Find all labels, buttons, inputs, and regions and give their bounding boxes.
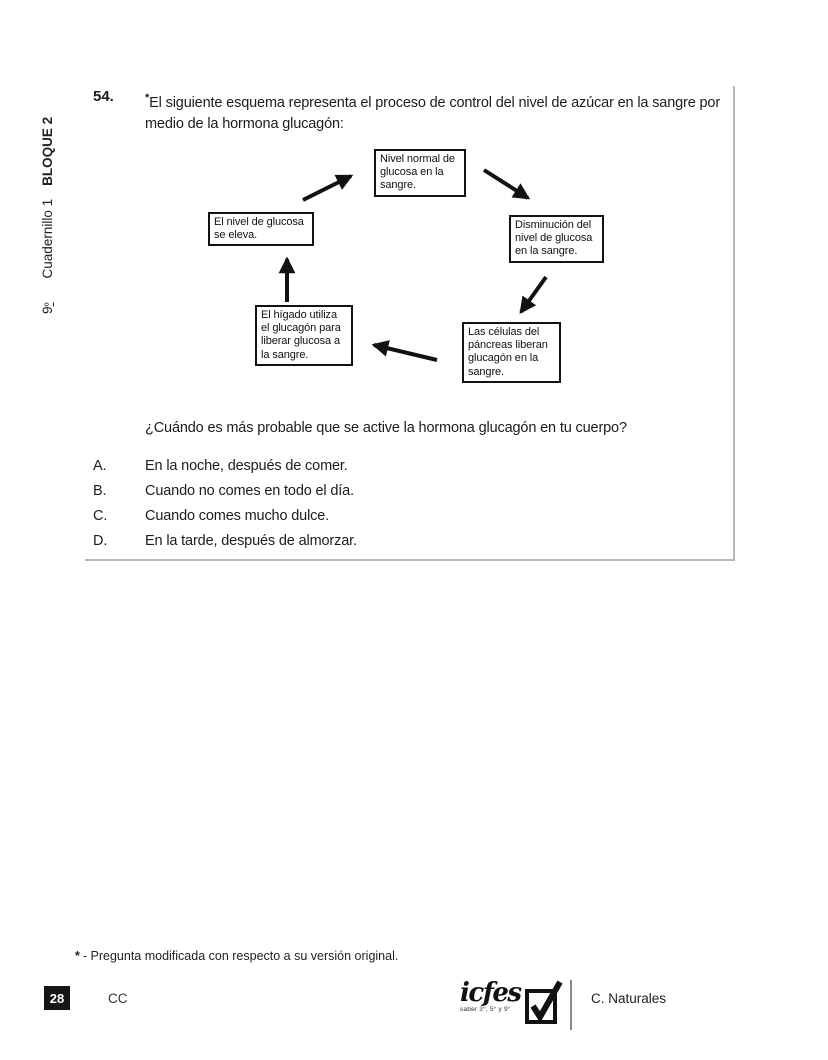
option-a: A. En la noche, después de comer. — [93, 458, 653, 483]
icfes-logo-subtext: saber 3°, 5° y 9° — [460, 1006, 511, 1013]
diagram-box-level-rises: El nivel de glucosa se eleva. — [208, 212, 314, 247]
diagram-box-pancreas-release: Las células del páncreas liberan glucagó… — [462, 322, 561, 383]
option-c-letter: C. — [93, 508, 108, 524]
icfes-check-icon — [524, 980, 563, 1024]
question-frame-border — [85, 86, 735, 561]
option-c-text: Cuando comes mucho dulce. — [145, 508, 330, 524]
option-c: C. Cuando comes mucho dulce. — [93, 508, 653, 533]
sidebar-booklet-label: 9º Cuadernillo 1 BLOQUE 2 — [40, 68, 64, 314]
footer-divider — [570, 980, 572, 1030]
option-a-letter: A. — [93, 458, 107, 474]
page-number-badge: 28 — [44, 986, 70, 1010]
answer-options: A. En la noche, después de comer. B. Cua… — [93, 458, 653, 558]
icfes-logo: icfes saber 3°, 5° y 9° — [460, 979, 564, 1025]
diagram-box-glucose-decrease: Disminución del nivel de glucosa en la s… — [509, 215, 604, 263]
option-b-text: Cuando no comes en todo el día. — [145, 483, 354, 499]
option-a-text: En la noche, después de comer. — [145, 458, 348, 474]
question-number: 54. — [93, 88, 114, 105]
option-d-text: En la tarde, después de almorzar. — [145, 533, 357, 549]
sub-question: ¿Cuándo es más probable que se active la… — [145, 420, 627, 436]
footer-code: CC — [108, 991, 128, 1006]
footnote: *- Pregunta modificada con respecto a su… — [75, 949, 399, 963]
grade-label: 9º — [40, 302, 55, 314]
question-stem: *El siguiente esquema representa el proc… — [145, 92, 721, 132]
option-b-letter: B. — [93, 483, 107, 499]
footnote-asterisk: * — [75, 949, 80, 963]
booklet-label: Cuadernillo 1 — [40, 198, 55, 279]
icfes-logo-name: icfes — [460, 978, 522, 1008]
option-d-letter: D. — [93, 533, 108, 549]
block-label: BLOQUE 2 — [40, 116, 55, 186]
option-b: B. Cuando no comes en todo el día. — [93, 483, 653, 508]
footer-subject: C. Naturales — [591, 991, 667, 1006]
diagram-box-normal-level: Nivel normal de glucosa en la sangre. — [374, 149, 466, 197]
modified-question-asterisk: * — [145, 92, 150, 104]
diagram-box-liver-uses: El hígado utiliza el glucagón para liber… — [255, 305, 353, 366]
option-d: D. En la tarde, después de almorzar. — [93, 533, 653, 558]
